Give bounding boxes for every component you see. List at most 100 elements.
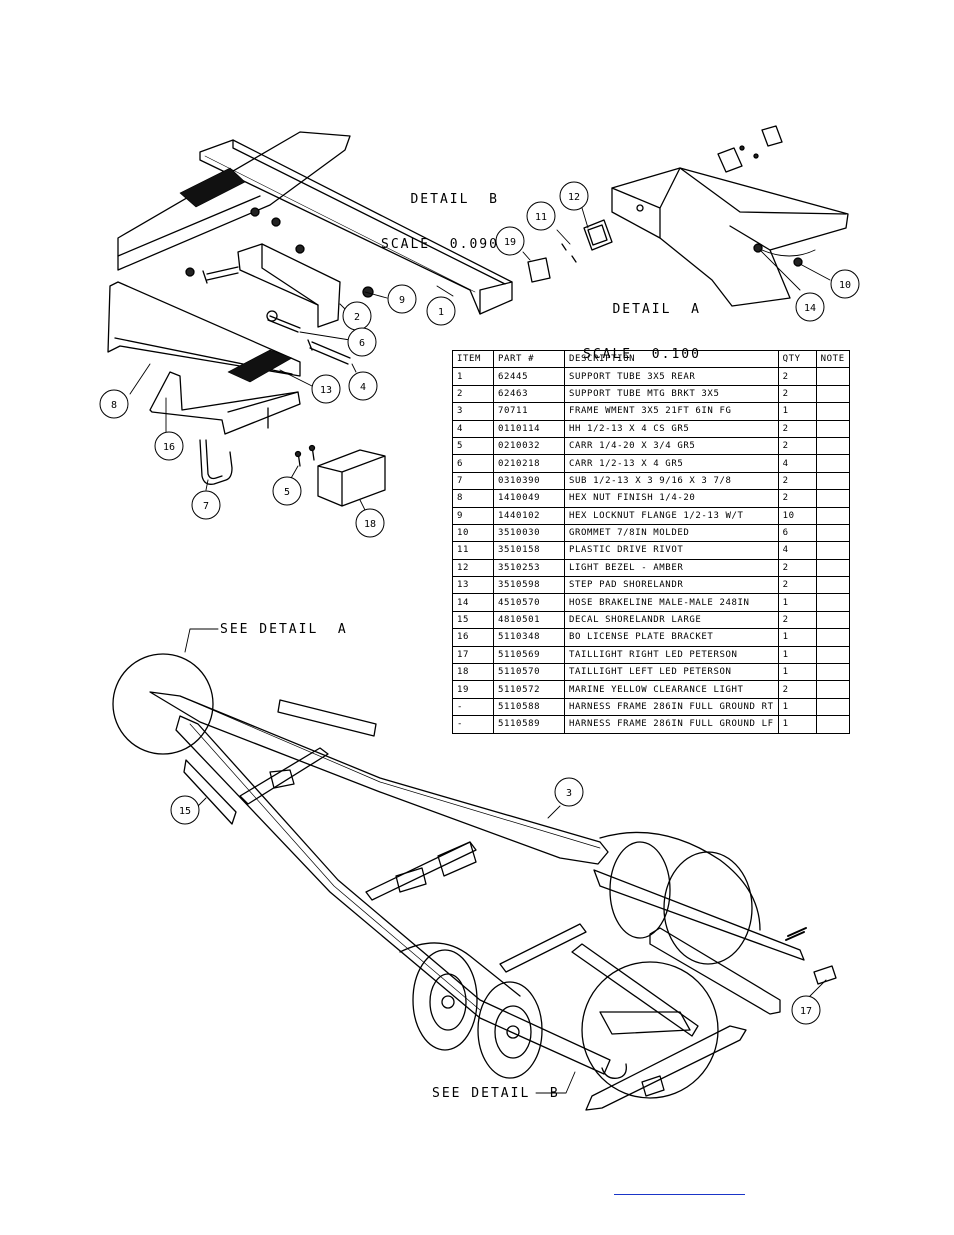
bom-cell-description: BO LICENSE PLATE BRACKET	[564, 628, 779, 647]
bom-cell-part: 1440102	[493, 506, 565, 525]
bom-cell-note	[815, 454, 850, 473]
bom-cell-description: FRAME WMENT 3X5 21FT 6IN FG	[564, 402, 779, 421]
bom-cell-item: 15	[452, 610, 494, 630]
taillight-left	[317, 449, 386, 507]
bom-cell-description: STEP PAD SHORELANDR	[564, 576, 779, 595]
bom-cell-item: 1	[452, 367, 494, 386]
balloon-6: 6	[347, 327, 377, 357]
balloon-1: 1	[426, 296, 456, 326]
support-tube-mtg-bracket	[237, 243, 341, 328]
bom-cell-item: 2	[452, 384, 494, 404]
bom-cell-item: 11	[452, 541, 494, 560]
balloon-12: 12	[559, 181, 589, 211]
clearance-light	[527, 257, 551, 283]
balloon-5: 5	[272, 476, 302, 506]
svg-text:5: 5	[284, 487, 290, 498]
frame-front-section	[611, 167, 849, 307]
bom-cell-part: 62445	[493, 367, 565, 386]
bom-cell-note	[815, 436, 850, 456]
balloon-2: 2	[342, 301, 372, 331]
svg-text:4: 4	[360, 382, 366, 393]
bom-cell-note	[815, 715, 850, 734]
bom-header-note: NOTE	[815, 349, 850, 369]
bom-cell-note	[815, 367, 850, 386]
bom-cell-part: 3510030	[493, 523, 565, 543]
bom-cell-qty: 1	[777, 645, 817, 665]
bom-cell-item: 9	[452, 506, 494, 525]
bom-cell-item: 6	[452, 454, 494, 473]
bom-cell-part: 70711	[493, 402, 565, 421]
license-plate-bracket	[149, 371, 301, 435]
svg-text:9: 9	[399, 295, 405, 306]
bom-cell-part: 0210218	[493, 454, 565, 473]
bom-cell-qty: 1	[777, 715, 817, 734]
balloon-16: 16	[154, 431, 184, 461]
see-detail-b-callout: SEE DETAIL B	[432, 1086, 560, 1101]
bom-cell-note	[815, 402, 850, 421]
balloon-17: 17	[791, 995, 821, 1025]
balloon-4: 4	[348, 371, 378, 401]
bom-cell-qty: 2	[777, 576, 817, 595]
balloon-3: 3	[554, 777, 584, 807]
bom-cell-item: -	[452, 697, 494, 717]
bom-cell-description: HOSE BRAKELINE MALE-MALE 248IN	[564, 593, 779, 612]
bom-cell-note	[815, 558, 850, 578]
bom-cell-part: 0110114	[493, 419, 565, 438]
frame-rail-lower	[107, 281, 301, 377]
bom-cell-part: 3510253	[493, 558, 565, 578]
balloon-19: 19	[495, 226, 525, 256]
svg-text:11: 11	[535, 212, 547, 223]
light-bezel	[583, 219, 613, 251]
bom-cell-item: 18	[452, 663, 494, 682]
bom-cell-part: 4510570	[493, 593, 565, 612]
wheel	[412, 949, 478, 1051]
bom-cell-item: 12	[452, 558, 494, 578]
balloon-9: 9	[387, 284, 417, 314]
u-bolt	[199, 439, 233, 485]
decal	[277, 699, 377, 737]
bom-cell-description: HARNESS FRAME 286IN FULL GROUND LF	[564, 715, 779, 734]
bom-header-item: ITEM	[452, 349, 494, 369]
bom-cell-qty: 1	[777, 697, 817, 717]
bom-cell-note	[815, 506, 850, 525]
balloon-8: 8	[99, 389, 129, 419]
bom-cell-item: 16	[452, 628, 494, 647]
bom-cell-description: CARR 1/2-13 X 4 GR5	[564, 454, 779, 473]
bom-cell-description: HARNESS FRAME 286IN FULL GROUND RT	[564, 697, 779, 717]
bom-cell-item: 4	[452, 419, 494, 438]
bom-cell-part: 5110569	[493, 645, 565, 665]
bom-cell-item: 7	[452, 471, 494, 491]
svg-text:15: 15	[179, 806, 191, 817]
bom-cell-description: GROMMET 7/8IN MOLDED	[564, 523, 779, 543]
bom-cell-description: HEX LOCKNUT FLANGE 1/2-13 W/T	[564, 506, 779, 525]
svg-text:10: 10	[839, 280, 851, 291]
bom-cell-qty: 1	[777, 663, 817, 682]
bom-cell-note	[815, 523, 850, 543]
bom-cell-note	[815, 384, 850, 404]
bom-cell-note	[815, 645, 850, 665]
footer-hyperlink[interactable]	[614, 1178, 745, 1195]
svg-text:14: 14	[804, 303, 816, 314]
bom-cell-note	[815, 697, 850, 717]
bom-cell-note	[815, 593, 850, 612]
bom-cell-item: 19	[452, 680, 494, 699]
bom-header-part: PART #	[493, 349, 565, 369]
bom-cell-qty: 2	[777, 384, 817, 404]
svg-text:19: 19	[504, 237, 516, 248]
balloon-13: 13	[311, 374, 341, 404]
svg-text:8: 8	[111, 400, 117, 411]
svg-text:1: 1	[438, 307, 444, 318]
bom-cell-note	[815, 489, 850, 508]
bom-cell-qty: 2	[777, 419, 817, 438]
